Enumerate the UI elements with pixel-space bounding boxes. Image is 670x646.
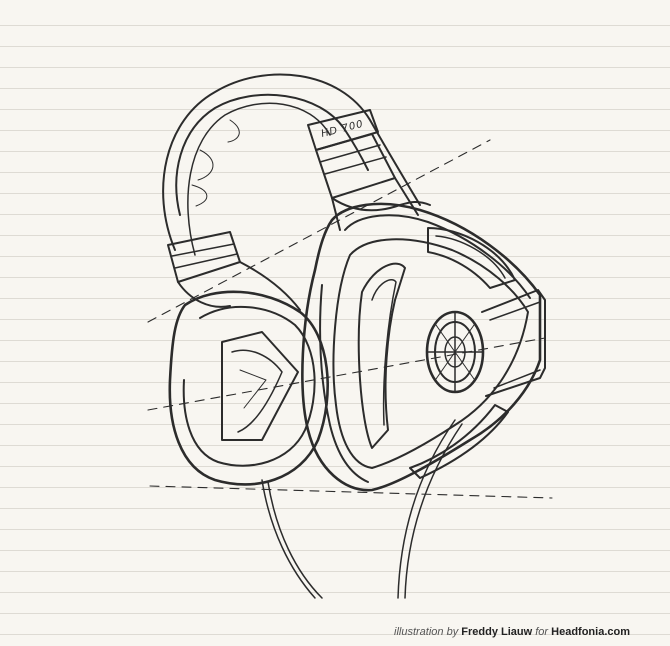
credit-publisher: Headfonia.com bbox=[551, 626, 630, 638]
illustration-credit: illustration by Freddy Liauw for Headfon… bbox=[394, 626, 630, 638]
headband: HD 700 bbox=[162, 73, 431, 311]
credit-connector: for bbox=[535, 626, 549, 638]
cable bbox=[261, 419, 463, 599]
credit-prefix: illustration by bbox=[394, 626, 459, 638]
right-earcup bbox=[301, 177, 546, 492]
construction-guides bbox=[147, 139, 553, 499]
left-earcup bbox=[168, 290, 329, 486]
credit-artist: Freddy Liauw bbox=[461, 626, 533, 638]
